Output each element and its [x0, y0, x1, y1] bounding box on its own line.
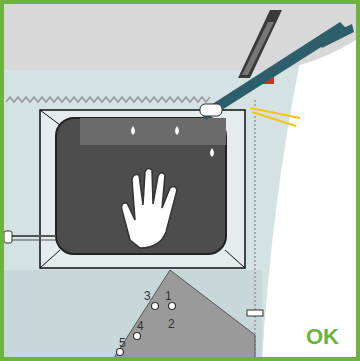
seam-line: [254, 100, 256, 361]
callout-number: 3: [144, 290, 151, 302]
strap-end: [318, 24, 354, 48]
cable-end: [4, 231, 12, 243]
frame: [2, 2, 358, 359]
pouch: [56, 118, 226, 254]
holes: [117, 303, 176, 356]
patch-corner: [40, 110, 60, 125]
buckle: [200, 104, 222, 116]
fabric-panel: [4, 62, 300, 361]
patch: [40, 110, 245, 268]
slot-inner: [242, 22, 274, 75]
clip: [247, 310, 263, 316]
template-piece: [112, 270, 255, 361]
hand-icon: [122, 168, 177, 248]
drop-icons: [131, 126, 214, 157]
patch-corner: [225, 250, 245, 268]
cable: [10, 240, 56, 241]
patch-corner: [40, 250, 60, 268]
stitch-line: [6, 97, 210, 102]
callout-number: 1: [165, 290, 172, 302]
callout-number: 4: [137, 320, 144, 332]
cable: [10, 235, 56, 237]
callout-number: 5: [119, 337, 126, 349]
status-text: OK: [306, 326, 339, 348]
pouch-flap: [80, 118, 226, 145]
callout-number: 2: [168, 318, 175, 330]
fabric-lower: [4, 270, 262, 361]
top-band: [4, 4, 356, 70]
motion-lines: [250, 108, 300, 126]
